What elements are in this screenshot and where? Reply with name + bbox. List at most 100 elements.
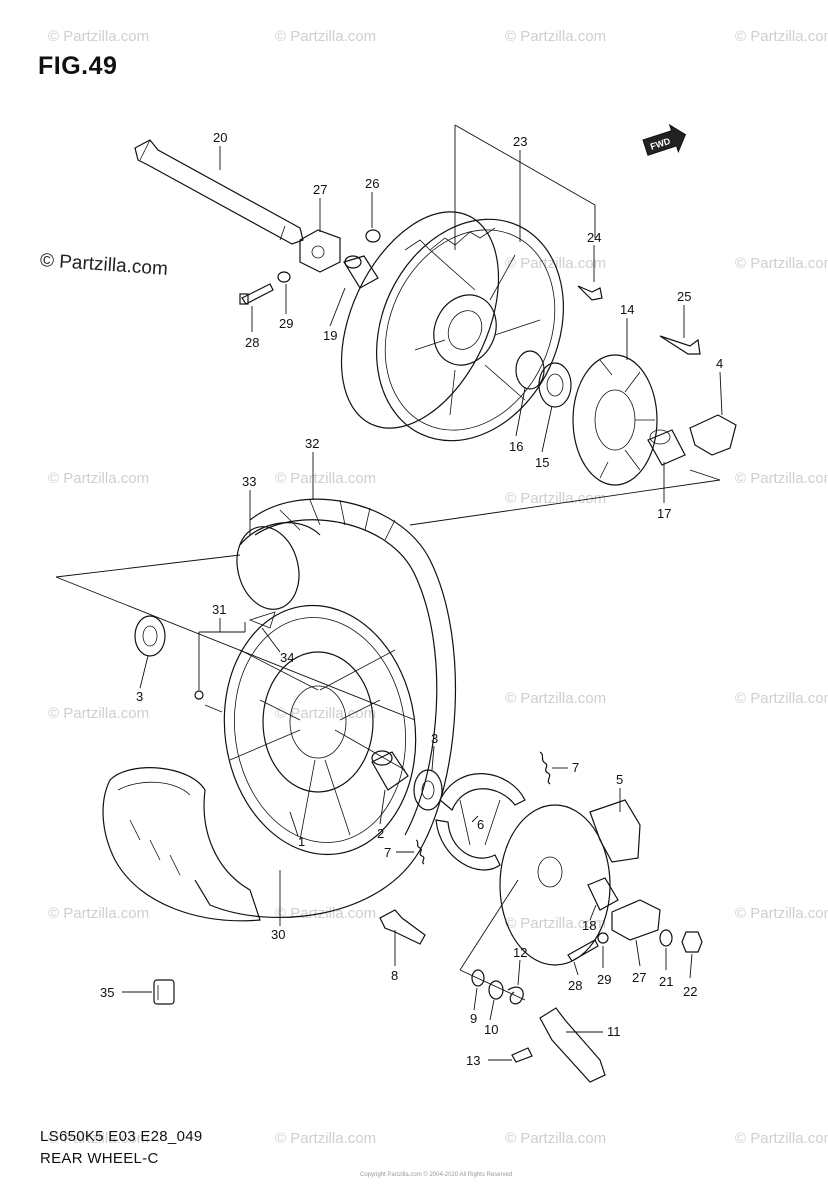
axle-nut [365,229,381,243]
callout-number: 3 [136,689,143,704]
callout-number: 30 [271,927,285,942]
chain-adjuster [299,229,341,273]
callout-number: 11 [607,1024,621,1039]
rear-axle [134,139,304,245]
brake-cam-lever [539,1007,606,1083]
wear-indicator-spring [507,986,524,1005]
callout-number: 21 [659,974,673,989]
watermark: © Partzilla.com [275,28,377,45]
watermark: © Partzilla.com [48,28,150,45]
callout-number: 28 [245,335,259,350]
chain-adjuster [611,899,661,941]
watermark: © Partzilla.com [275,905,377,922]
wheel-rim [223,604,417,856]
sprocket-bolt [577,285,603,301]
wheel-bearing [134,615,166,657]
callout-number: 25 [677,289,691,304]
callout-number: 28 [568,978,582,993]
callout-number: 6 [477,817,484,832]
watermark: © Partzilla.com [735,1130,828,1147]
callout-number: 34 [280,650,294,665]
callout-labels: 20 27 26 23 24 29 28 19 25 14 4 16 15 17… [100,130,723,1068]
callout-number: 19 [323,328,337,343]
diagram-code: LS650K5 E03 E28_049 [40,1128,203,1145]
watermark: © Partzilla.com [48,1130,150,1147]
watermark: © Partzilla.com [48,705,150,722]
callout-number: 23 [513,134,527,149]
callout-number: 22 [683,984,697,999]
return-spring [415,839,425,865]
callout-number: 7 [572,760,579,775]
callout-number: 35 [100,985,114,1000]
spoke-nipple [194,690,204,700]
flange-bolt [659,335,701,355]
watermark: © Partzilla.com [275,470,377,487]
brake-shoe-set [435,773,526,871]
callout-number: 16 [509,439,523,454]
callout-number: 3 [431,731,438,746]
callout-number: 18 [582,918,596,933]
spacer [343,255,379,289]
valve-cap [153,979,175,1005]
washer [488,980,504,1000]
callout-number: 5 [616,772,623,787]
watermark: © Partzilla.com [48,470,150,487]
callout-number: 4 [716,356,723,371]
callout-number: 14 [620,302,634,317]
drum-spacer [647,429,686,466]
watermark: © Partzilla.com [735,470,828,487]
callout-number: 12 [513,945,527,960]
watermark: © Partzilla.com [735,28,828,45]
callout-number: 26 [365,176,379,191]
washer [277,271,291,283]
return-spring [539,751,551,785]
callout-number: 1 [298,834,305,849]
callout-number: 33 [242,474,256,489]
watermark: © Partzilla.com [505,28,607,45]
bolt [567,939,599,962]
circlip [471,969,485,987]
callout-number: 31 [212,602,226,617]
brake-panel [499,799,641,966]
washer [659,929,673,947]
watermark: © Partzilla.com [735,690,828,707]
rear-sprocket-hub [340,211,564,442]
watermark: © Partzilla.com [48,905,150,922]
diagram-name: REAR WHEEL-C [40,1150,159,1167]
axle-nut [681,931,703,953]
wheel-spacer [371,750,409,791]
watermark: © Partzilla.com [505,255,607,272]
callout-number: 10 [484,1022,498,1037]
callout-number: 13 [466,1053,480,1068]
watermark: © Partzilla.com [735,905,828,922]
callout-number: 15 [535,455,549,470]
watermark: © Partzilla.com [505,690,607,707]
sprocket-drum-flange [572,354,658,486]
bearing [538,362,572,408]
cush-damper [689,414,737,456]
callout-number: 27 [632,970,646,985]
watermark: © Partzilla.com [505,1130,607,1147]
callout-number: 24 [587,230,601,245]
callout-leaders [122,146,723,1061]
callout-number: 17 [657,506,671,521]
callout-number: 29 [597,972,611,987]
panel-spacer [587,877,619,911]
footer-fineprint: Copyright Partzilla.com © 2004-2020 All … [360,1172,513,1178]
watermark: © Partzilla.com [275,1130,377,1147]
brake-cam [379,909,426,945]
callout-number: 7 [384,845,391,860]
spoke [204,704,223,713]
callout-number: 29 [279,316,293,331]
watermark: © Partzilla.com [735,255,828,272]
figure-title: FIG.49 [38,52,118,80]
rear-tire [194,498,457,918]
callout-number: 20 [213,130,227,145]
watermark: © Partzilla.com [505,490,607,507]
rim-band [248,611,276,629]
callout-number: 2 [377,826,384,841]
watermark: © Partzilla.com [505,915,607,932]
watermark: © Partzilla.com [275,705,377,722]
wheel-bearing [413,769,443,811]
